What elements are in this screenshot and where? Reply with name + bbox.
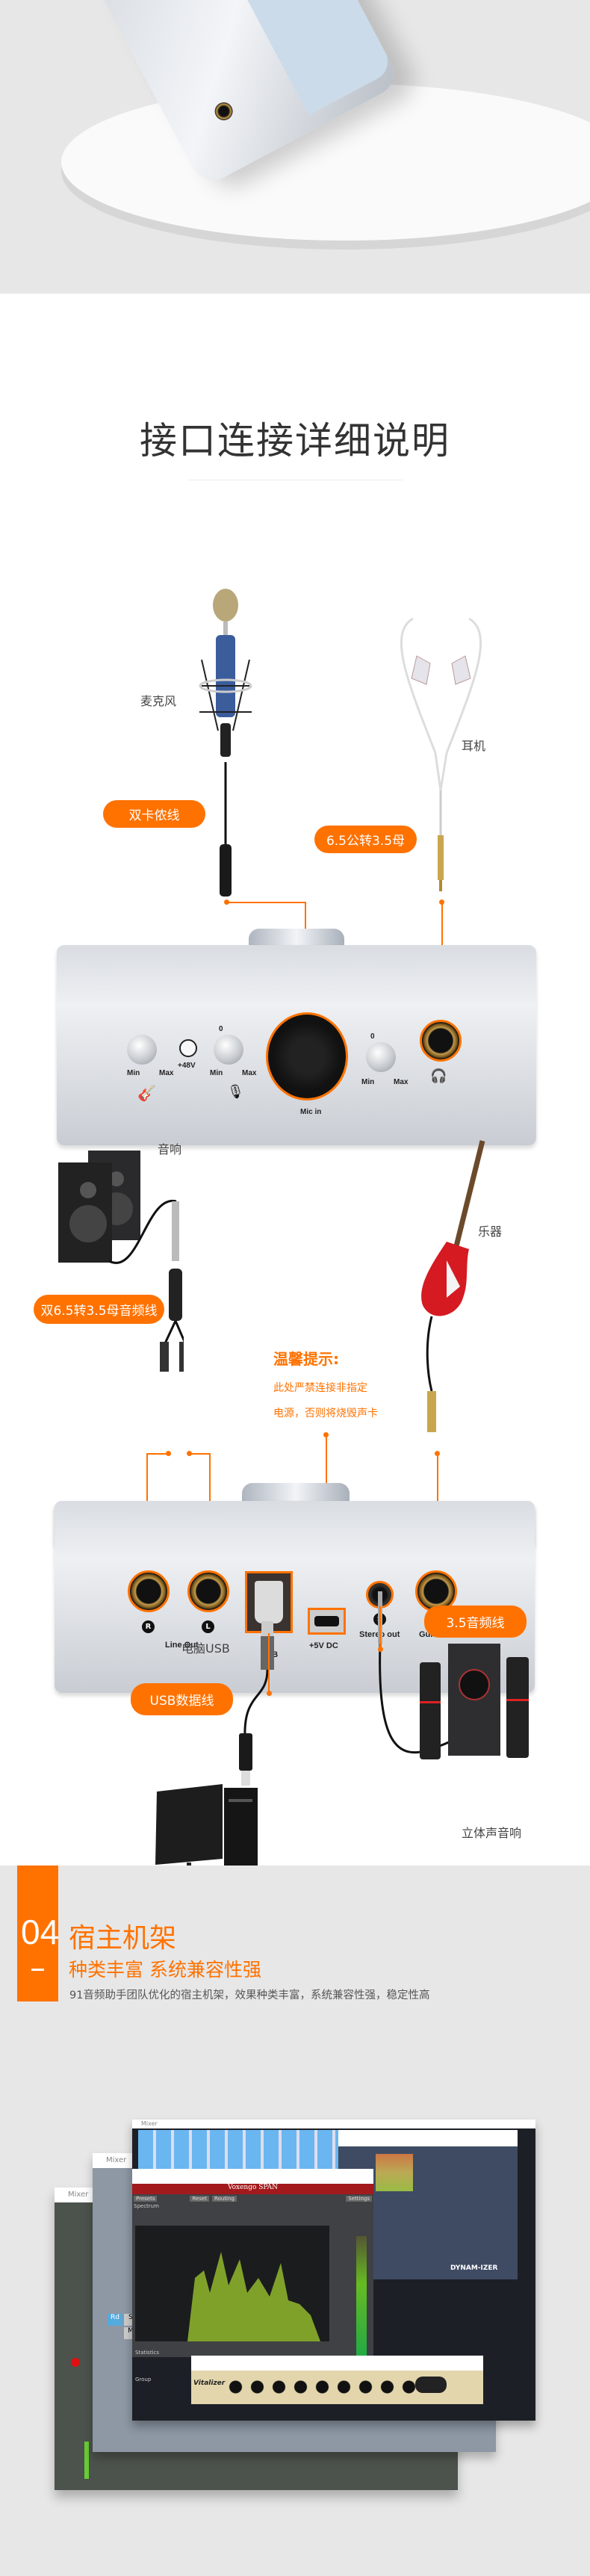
mic-gain-knob[interactable] [214, 1035, 243, 1065]
record-button[interactable] [71, 2358, 80, 2367]
mic-in-label: Mic in [300, 1108, 322, 1116]
dc-port-inner [314, 1616, 339, 1626]
section-title: 接口连接详细说明 [140, 419, 450, 462]
warm-tip-line: 电源，否则将烧毁声卡 [273, 1408, 378, 1419]
spectrum-graph [135, 2226, 329, 2341]
dc-power-port[interactable] [308, 1608, 346, 1635]
spectrum-label: Spectrum [134, 2203, 159, 2209]
connector-dot [378, 1647, 383, 1652]
line-out-l-jack[interactable] [187, 1570, 229, 1612]
mic-label: 麦克风 [140, 694, 177, 708]
phantom-label: +48V [178, 1062, 196, 1070]
feature-title: 宿主机架 [69, 1923, 177, 1954]
studio-monitors-image [58, 1151, 184, 1372]
mic-in-xlr-jack[interactable] [266, 1012, 348, 1100]
feature-number-dash [31, 1969, 44, 1971]
stereo-connector-line [379, 1606, 381, 1649]
output-meter [356, 2236, 367, 2356]
volume-knob-top [242, 1483, 350, 1502]
headphone-volume-knob[interactable] [366, 1042, 396, 1072]
presets-button[interactable]: Presets [134, 2196, 158, 2202]
connector-dot [166, 1451, 171, 1456]
connector-line [189, 1453, 211, 1455]
dynamizer-title: DYNAM-IZER [450, 2264, 498, 2272]
vitalizer-plugin-window: Vitalizer [191, 2356, 483, 2404]
microphone-icon: 🎙 [227, 1084, 244, 1100]
connector-dot [267, 1691, 272, 1696]
stats-label: Statistics [135, 2350, 159, 2356]
earphone-image [400, 617, 482, 891]
feature-number: 04 [21, 1913, 60, 1951]
guitar-icon: 🎸 [137, 1084, 156, 1102]
headphone-jack[interactable] [420, 1020, 462, 1062]
hero-banner [0, 0, 590, 294]
audio-cable-badge: 3.5音频线 [424, 1606, 527, 1638]
max-label: Max [242, 1069, 257, 1077]
span-window: Voxengo SPAN Presets Reset Routing Setti… [132, 2169, 373, 2383]
headphone-icon: 🎧 [430, 1068, 447, 1084]
connector-line [226, 902, 305, 903]
volume-knob-top [249, 929, 344, 947]
mixer-strip-grid [138, 2130, 340, 2175]
vitalizer-knob-row [225, 2380, 419, 2394]
microphone-image [199, 589, 252, 757]
max-label: Max [394, 1078, 409, 1086]
usb-cable-badge: USB数据线 [131, 1683, 233, 1715]
dynamizer-bands [376, 2154, 413, 2191]
window-title: Mixer [132, 2120, 535, 2128]
dc-label: +5V DC [309, 1641, 338, 1650]
speaker-cable-badge: 双6.5转3.5母音频线 [34, 1295, 164, 1324]
earphone-label: 耳机 [462, 739, 486, 753]
pc-usb-label: 电脑USB [181, 1641, 230, 1656]
instrument-label: 乐器 [478, 1224, 503, 1239]
hero-device-top-face [203, 0, 395, 116]
vitalizer-display [415, 2377, 447, 2393]
l-badge: L [202, 1620, 214, 1633]
usb-port-inner [255, 1581, 283, 1623]
hero-headphone-jack [211, 99, 236, 124]
feature-number-block: 04 [17, 1866, 60, 2001]
stereo-speaker-label: 立体声音响 [462, 1826, 522, 1840]
xlr-cable-badge: 双卡侬线 [103, 800, 205, 828]
electric-guitar-image [421, 1140, 485, 1432]
track-read-button[interactable]: Rd [108, 2314, 122, 2326]
warm-tip-line: 此处严禁连接非指定 [273, 1382, 367, 1394]
max-label: Max [159, 1069, 174, 1077]
level-meter [84, 2442, 89, 2479]
usb-cable-image [239, 1621, 274, 1786]
connector-line [146, 1453, 168, 1455]
reset-button[interactable]: Reset [190, 2196, 210, 2202]
adapter-cable-badge: 6.5公转3.5母 [314, 826, 417, 853]
min-label: Min [210, 1069, 223, 1077]
phantom-power-button[interactable] [179, 1039, 197, 1057]
r-badge: R [142, 1620, 155, 1633]
span-title: Voxengo SPAN [132, 2184, 373, 2194]
min-label: Min [127, 1069, 140, 1077]
speaker-label: 音响 [158, 1142, 182, 1157]
feature-section: 04 宿主机架 种类丰富 系统兼容性强 91音频助手团队优化的宿主机架，效果种类… [0, 1866, 590, 2576]
warm-tip-title: 温馨提示: [273, 1350, 339, 1368]
xlr-cable-image [220, 762, 232, 897]
zero-mark: 0 [370, 1032, 375, 1041]
line-out-label: Line Out [165, 1641, 199, 1650]
span-toolbar: Presets Reset Routing Settings [132, 2194, 373, 2203]
line-out-r-jack[interactable] [128, 1570, 170, 1612]
usb-connector-line [268, 1633, 270, 1693]
group-label: Group [135, 2377, 152, 2383]
stereo-speakers-image [378, 1591, 529, 1759]
min-label: Min [361, 1078, 375, 1086]
feature-description: 91音频助手团队优化的宿主机架，效果种类丰富，系统兼容性强，稳定性高 [69, 1990, 430, 2001]
zero-mark: 0 [219, 1025, 223, 1033]
settings-button[interactable]: Settings [346, 2196, 372, 2202]
feature-subtitle: 种类丰富 系统兼容性强 [69, 1959, 261, 1981]
front-panel: Min Max 🎸 +48V 0 Min Max 🎙 Mic in 0 Min … [57, 945, 536, 1145]
guitar-gain-knob[interactable] [127, 1035, 157, 1065]
vitalizer-title: Vitalizer [193, 2380, 226, 2387]
routing-button[interactable]: Routing [212, 2196, 237, 2202]
